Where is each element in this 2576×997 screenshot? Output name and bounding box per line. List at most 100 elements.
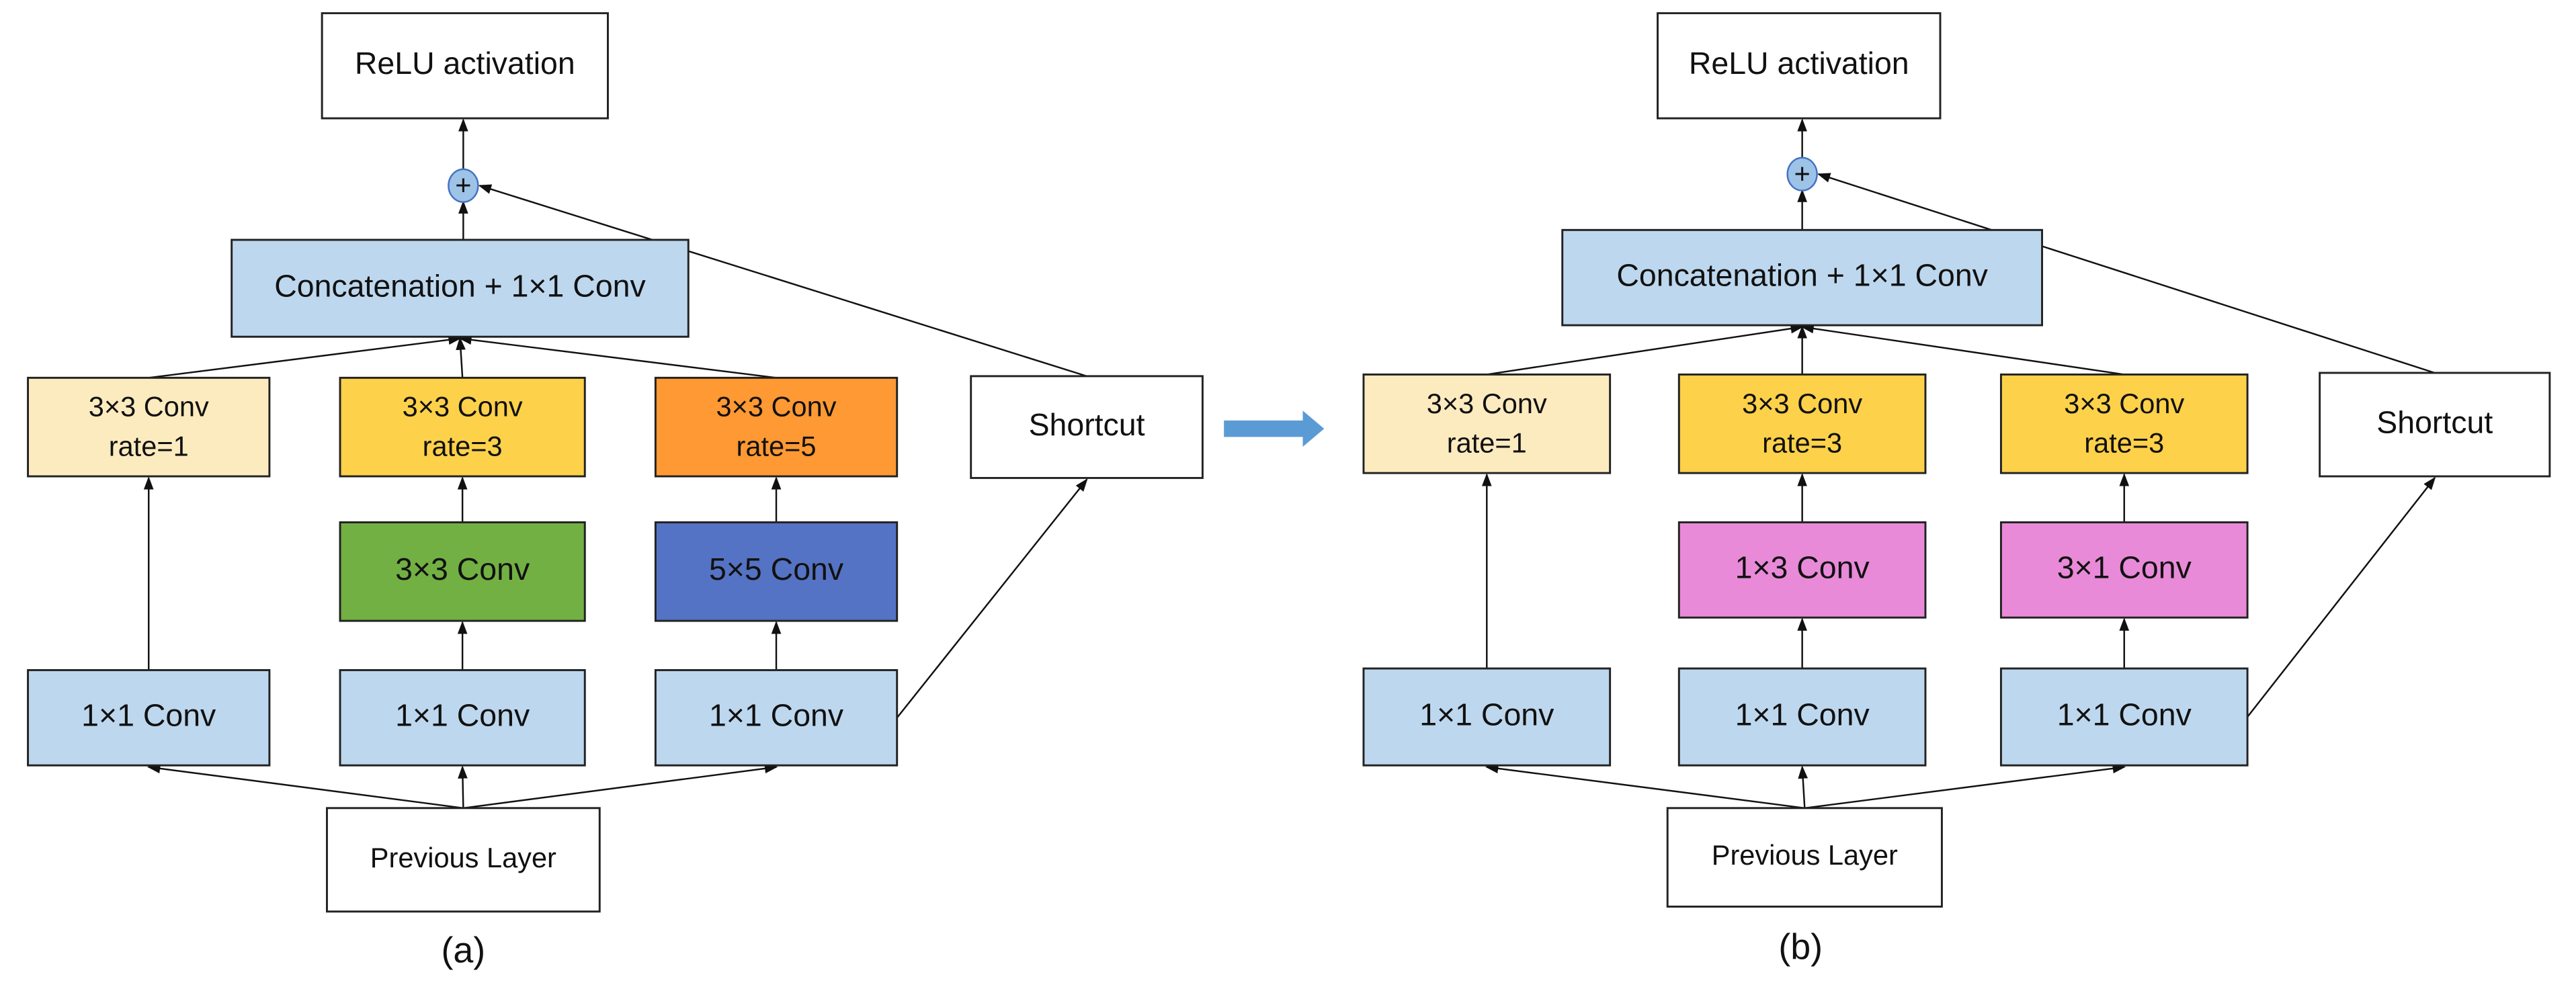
pointwise-conv-box-rect	[1999, 667, 2249, 767]
dilated-conv-box: 3×3 Conv rate=1	[1362, 373, 1612, 474]
dilated-conv-box-label: 3×3 Conv	[2064, 388, 2184, 419]
shortcut-box-label: Shortcut	[1029, 407, 1145, 442]
dilated-conv-box-label: 3×3 Conv	[1742, 388, 1862, 419]
concat-conv-box: Concatenation + 1×1 Conv	[1561, 228, 2043, 327]
edge-1x1-to-shortcut	[896, 478, 1088, 719]
pointwise-conv-box-label: 1×1 Conv	[709, 698, 844, 733]
conv-box: 5×5 Conv	[654, 521, 899, 622]
edge-previous-to-1x1	[147, 763, 464, 810]
concat-conv-box-rect	[231, 239, 690, 338]
dilated-conv-box-rect	[1362, 373, 1612, 474]
shortcut-box-rect	[970, 375, 1204, 479]
dilated-conv-box: 3×3 Conv rate=3	[1999, 373, 2249, 474]
dilated-conv-box: 3×3 Conv rate=3	[1677, 373, 1927, 474]
pointwise-conv-box: 1×1 Conv	[1999, 667, 2249, 767]
conv-box-rect	[654, 521, 899, 622]
edge-branch-to-concat	[1800, 323, 2124, 376]
shortcut-box-label: Shortcut	[2376, 404, 2493, 439]
dilated-conv-box: 3×3 Conv rate=3	[339, 376, 586, 478]
concat-conv-box-label: Concatenation + 1×1 Conv	[274, 268, 646, 303]
previous-layer-box: Previous Layer	[1666, 807, 1943, 908]
edge-previous-to-1x1	[1804, 763, 2126, 810]
pointwise-conv-box-rect	[27, 668, 271, 767]
dilated-conv-box-rect	[27, 376, 271, 478]
previous-layer-box-label: Previous Layer	[1712, 839, 1898, 871]
relu-activation-box-rect	[321, 12, 609, 120]
relu-activation-box-label: ReLU activation	[1689, 46, 1909, 81]
conv-box: 3×3 Conv	[339, 521, 586, 622]
pointwise-conv-box-rect	[339, 668, 586, 767]
dilated-conv-box-rect	[1999, 373, 2249, 474]
dilated-conv-box-label: rate=1	[1447, 427, 1527, 459]
dilated-conv-box-label: 3×3 Conv	[89, 391, 209, 423]
edge-1x1-to-shortcut	[2247, 476, 2436, 718]
subfigure-caption: (b)	[1778, 927, 1823, 967]
pointwise-conv-box-label: 1×1 Conv	[2057, 697, 2192, 732]
pointwise-conv-box: 1×1 Conv	[1677, 667, 1927, 767]
conv-box: 1×3 Conv	[1677, 521, 1927, 619]
edge-shortcut-to-plus	[1817, 173, 2436, 374]
dilated-conv-box-rect	[339, 376, 586, 478]
edge-previous-to-1x1	[1485, 763, 1805, 810]
edge-branch-to-concat	[1487, 323, 1804, 376]
dilated-conv-box: 3×3 Conv rate=5	[654, 376, 899, 478]
edge-shortcut-to-plus	[478, 184, 1087, 378]
relu-activation-box-rect	[1657, 12, 1942, 120]
dilated-conv-box-label: rate=3	[423, 430, 503, 462]
dilated-conv-box-label: 3×3 Conv	[403, 391, 523, 423]
add-node: +	[448, 168, 479, 203]
previous-layer-box-label: Previous Layer	[370, 842, 556, 873]
pointwise-conv-box-label: 1×1 Conv	[1735, 697, 1870, 732]
edge-previous-to-1x1	[463, 763, 778, 810]
edge-previous-to-1x1	[1798, 765, 1808, 808]
transition-arrow-icon	[1224, 410, 1325, 447]
previous-layer-box-rect	[1666, 807, 1943, 908]
pointwise-conv-box-rect	[1362, 667, 1612, 767]
relu-activation-box: ReLU activation	[321, 12, 609, 120]
dilated-conv-box-label: rate=1	[109, 430, 189, 462]
conv-box-label: 3×3 Conv	[395, 552, 530, 587]
conv-box: 3×1 Conv	[1999, 521, 2249, 619]
edge-branch-to-concat	[149, 335, 462, 379]
dilated-conv-box-label: 3×3 Conv	[716, 391, 837, 423]
pointwise-conv-box-label: 1×1 Conv	[395, 698, 530, 733]
relu-activation-box-label: ReLU activation	[355, 46, 575, 81]
shortcut-box-rect	[2319, 372, 2551, 478]
pointwise-conv-box: 1×1 Conv	[27, 668, 271, 767]
conv-box-rect	[1677, 521, 1927, 619]
pointwise-conv-box-label: 1×1 Conv	[1419, 697, 1554, 732]
pointwise-conv-box-label: 1×1 Conv	[81, 698, 216, 733]
previous-layer-box-rect	[325, 807, 601, 913]
edge-branch-to-concat	[456, 337, 466, 378]
previous-layer-box: Previous Layer	[325, 807, 601, 913]
pointwise-conv-box: 1×1 Conv	[1362, 667, 1612, 767]
pointwise-conv-box: 1×1 Conv	[654, 668, 899, 767]
shortcut-box: Shortcut	[970, 375, 1204, 479]
dilated-conv-box-label: rate=5	[737, 430, 817, 462]
pointwise-conv-box-rect	[1677, 667, 1927, 767]
dilated-conv-box-label: rate=3	[2084, 427, 2164, 459]
concat-conv-box-label: Concatenation + 1×1 Conv	[1616, 257, 1988, 292]
dilated-conv-box: 3×3 Conv rate=1	[27, 376, 271, 478]
conv-box-rect	[1999, 521, 2249, 619]
subfigure-caption: (a)	[441, 930, 485, 971]
concat-conv-box-rect	[1561, 228, 2043, 327]
conv-box-rect	[339, 521, 586, 622]
pointwise-conv-box-rect	[654, 668, 899, 767]
dilated-conv-box-label: 3×3 Conv	[1427, 388, 1547, 419]
dilated-conv-box-rect	[1677, 373, 1927, 474]
concat-conv-box: Concatenation + 1×1 Conv	[231, 239, 690, 338]
conv-box-label: 1×3 Conv	[1735, 550, 1870, 585]
add-circle-icon	[1786, 157, 1818, 191]
add-symbol: +	[1794, 158, 1811, 189]
relu-activation-box: ReLU activation	[1657, 12, 1942, 120]
conv-box-label: 3×1 Conv	[2057, 550, 2192, 585]
add-symbol: +	[455, 169, 471, 201]
edge-branch-to-concat	[458, 335, 777, 379]
dilated-conv-box-label: rate=3	[1762, 427, 1842, 459]
conv-box-label: 5×5 Conv	[709, 552, 844, 587]
shortcut-box: Shortcut	[2319, 372, 2551, 478]
